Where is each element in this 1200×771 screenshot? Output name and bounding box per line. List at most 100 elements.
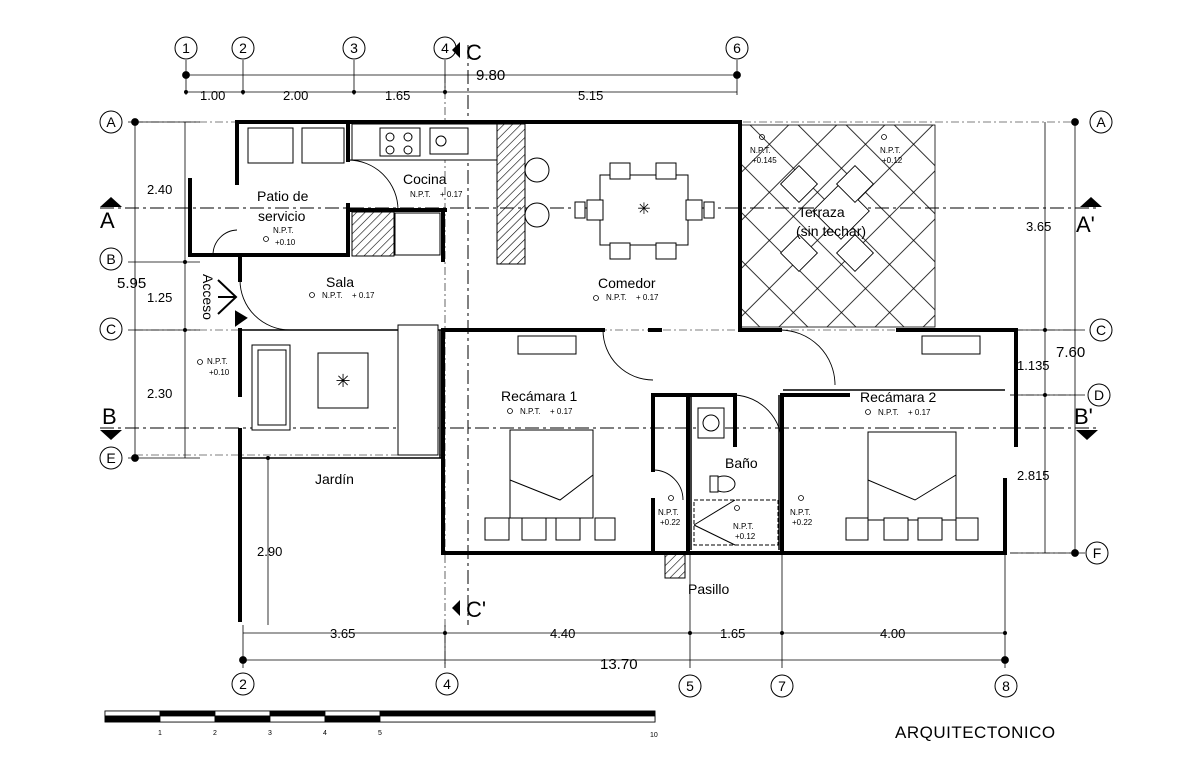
grid-bubble-right-a: A <box>1096 114 1106 130</box>
npt-value: + 0.17 <box>636 293 659 302</box>
grid-bubble-bottom-4: 4 <box>443 676 451 692</box>
npt-label: N.P.T. <box>790 508 811 517</box>
npt-value: +0.10 <box>209 368 230 377</box>
terraza-label-line1: Terraza <box>798 204 845 220</box>
walls <box>188 120 1018 622</box>
dim-bottom-overall: 13.70 <box>600 656 638 673</box>
bedroom2-furniture <box>845 335 981 541</box>
grid-bubbles-right <box>1085 110 1113 565</box>
section-markers <box>100 42 1102 616</box>
dim-left-overall: 5.95 <box>117 275 146 292</box>
bath-fixtures <box>693 407 779 546</box>
scale-label-10: 10 <box>650 732 658 739</box>
dim-top-1: 1.00 <box>200 88 225 103</box>
terraza-label-line2: (sin techar) <box>796 223 866 239</box>
npt-value: +0.145 <box>752 156 777 165</box>
npt-label: N.P.T. <box>520 407 541 416</box>
npt-value: +0.22 <box>792 518 813 527</box>
recamara1-label: Recámara 1 <box>501 388 577 404</box>
scale-label-3: 3 <box>268 730 272 737</box>
right-dimensions <box>1010 118 1085 557</box>
level-mark-comedor: N.P.T. + 0.17 <box>593 293 659 302</box>
scale-label-4: 4 <box>323 730 327 737</box>
dim-left-3: 2.30 <box>147 386 172 401</box>
scale-label-2: 2 <box>213 730 217 737</box>
living-rug-icon: ✳ <box>335 371 350 391</box>
level-mark-acceso: N.P.T. +0.10 <box>197 357 230 377</box>
npt-label: N.P.T. <box>733 522 754 531</box>
dim-right-1: 3.65 <box>1026 219 1051 234</box>
npt-label: N.P.T. <box>878 408 899 417</box>
sala-label: Sala <box>326 274 354 290</box>
npt-label: N.P.T. <box>750 146 771 155</box>
level-mark-closet2: N.P.T. +0.22 <box>790 495 813 527</box>
left-dimensions <box>128 118 200 462</box>
grid-bubble-1: 1 <box>182 40 190 56</box>
drawing-title: ARQUITECTONICO <box>895 723 1056 742</box>
section-a-prime-label: A' <box>1076 212 1095 237</box>
level-mark-terraza-1: N.P.T. +0.145 <box>750 134 777 165</box>
scale-bar <box>104 710 656 723</box>
level-mark-recamara1: N.P.T. + 0.17 <box>507 407 573 416</box>
dining-centerpiece-icon: ✳ <box>637 201 650 218</box>
npt-label: N.P.T. <box>322 291 343 300</box>
npt-value: + 0.17 <box>440 190 463 199</box>
grid-bubble-left-b: B <box>106 251 115 267</box>
grid-bubble-bottom-2: 2 <box>239 676 247 692</box>
npt-label: N.P.T. <box>207 357 228 366</box>
recamara2-label: Recámara 2 <box>860 389 936 405</box>
npt-value: + 0.17 <box>908 408 931 417</box>
scale-label-5: 5 <box>378 730 382 737</box>
level-mark-sala: N.P.T. + 0.17 <box>309 291 375 300</box>
grid-bubble-left-a: A <box>106 114 116 130</box>
dining-set <box>574 162 715 260</box>
jardin-dimension <box>265 455 270 625</box>
grid-bubble-right-d: D <box>1094 387 1104 403</box>
dim-right-3: 2.815 <box>1017 468 1050 483</box>
bano-label: Baño <box>725 455 758 471</box>
grid-bubble-right-f: F <box>1093 545 1102 561</box>
dim-top-overall: 9.80 <box>476 67 505 84</box>
npt-label: N.P.T. <box>658 508 679 517</box>
comedor-label: Comedor <box>598 275 656 291</box>
pasillo-label: Pasillo <box>688 581 729 597</box>
scale-label-1: 1 <box>158 730 162 737</box>
npt-value: +0.22 <box>660 518 681 527</box>
grid-bubble-bottom-5: 5 <box>686 678 694 694</box>
access-arrow-icon <box>217 279 248 327</box>
dim-bottom-1: 3.65 <box>330 626 355 641</box>
bedroom1-furniture <box>484 335 616 541</box>
level-mark-patio: N.P.T. +0.10 <box>263 226 296 247</box>
acceso-label: Acceso <box>200 274 216 320</box>
npt-label: N.P.T. <box>606 293 627 302</box>
grid-bubbles-top <box>174 36 749 60</box>
grid-bubble-right-c: C <box>1096 322 1106 338</box>
grid-bubbles-left <box>99 110 123 470</box>
kitchen-bar <box>496 123 526 265</box>
npt-label: N.P.T. <box>273 226 294 235</box>
bottom-dimensions <box>239 553 1009 668</box>
level-mark-bano: N.P.T. +0.12 <box>733 505 756 541</box>
npt-value: +0.12 <box>735 532 756 541</box>
dim-right-2: 1.135 <box>1017 358 1050 373</box>
level-mark-cocina: N.P.T. + 0.17 <box>410 190 463 199</box>
grid-bubble-3: 3 <box>350 40 358 56</box>
kitchen-hatch <box>351 211 395 257</box>
npt-value: + 0.17 <box>352 291 375 300</box>
dim-top-2: 2.00 <box>283 88 308 103</box>
npt-value: +0.12 <box>882 156 903 165</box>
dim-top-4: 5.15 <box>578 88 603 103</box>
grid-bubble-6: 6 <box>733 40 741 56</box>
section-a-label: A <box>100 208 115 233</box>
level-mark-closet1: N.P.T. +0.22 <box>658 495 681 527</box>
dim-bottom-4: 4.00 <box>880 626 905 641</box>
dim-bottom-3: 1.65 <box>720 626 745 641</box>
patio-label-line2: servicio <box>258 208 306 224</box>
cocina-label: Cocina <box>403 171 447 187</box>
section-b-prime-label: B' <box>1074 404 1093 429</box>
grid-bubble-left-e: E <box>106 450 115 466</box>
dim-left-1: 2.40 <box>147 182 172 197</box>
terrace-furniture <box>779 164 875 273</box>
npt-value: + 0.17 <box>550 407 573 416</box>
